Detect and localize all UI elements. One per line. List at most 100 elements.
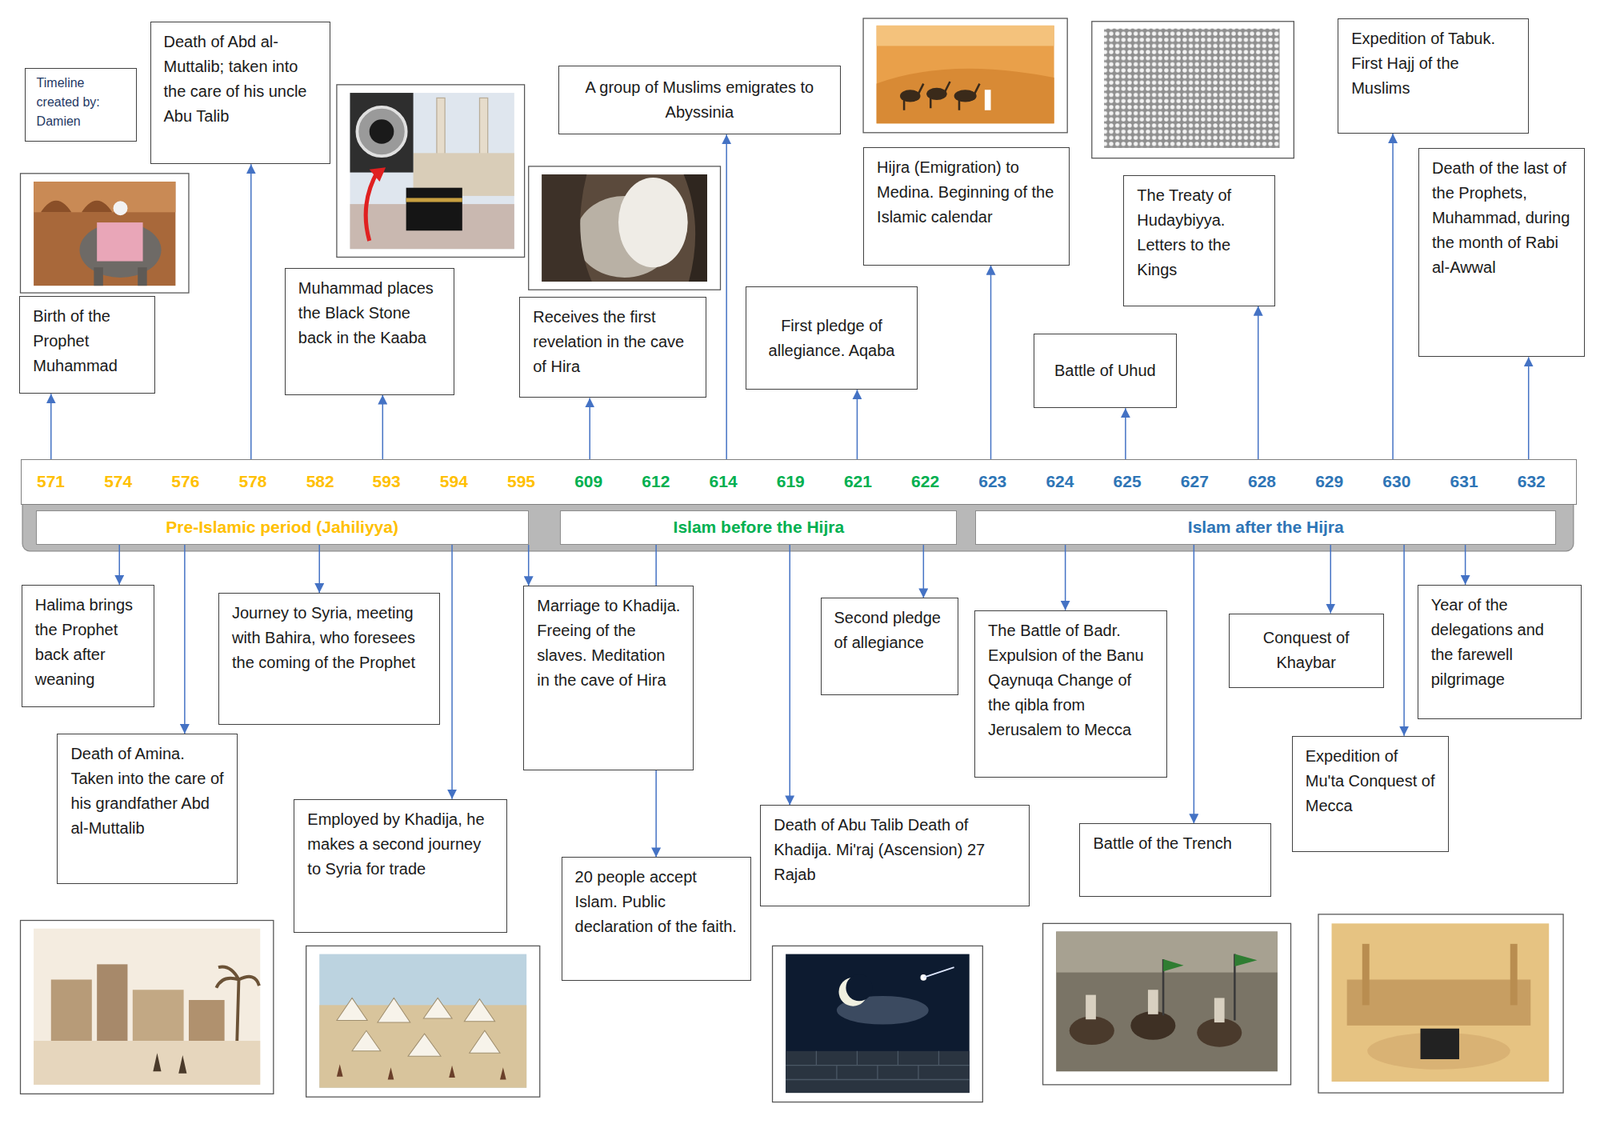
year-label: 582	[306, 460, 335, 504]
battle-sky	[1056, 932, 1278, 973]
elephant-body	[79, 222, 161, 278]
mosque-sky	[349, 92, 514, 249]
camel	[954, 89, 977, 102]
event-box: Conquest of Khaybar	[1228, 613, 1384, 688]
event-box: Expedition of Mu'ta Conquest of Mecca	[1292, 736, 1449, 852]
minaret	[1362, 944, 1370, 1006]
year-label: 621	[844, 460, 872, 504]
period-label: Islam before the Hijra	[560, 511, 956, 544]
image-frame	[1318, 914, 1564, 1093]
red-arrow-head	[369, 167, 386, 182]
stone-frame	[356, 107, 406, 156]
year-label: 629	[1315, 460, 1344, 504]
event-text: Second pledge of allegiance	[834, 605, 945, 656]
sand-dune	[876, 68, 1055, 124]
rider	[1085, 995, 1096, 1020]
kaaba-band	[406, 197, 463, 202]
timeline-arrow	[1330, 544, 1332, 613]
year-label: 631	[1450, 460, 1479, 504]
event-box: Death of Amina. Taken into the care of h…	[56, 733, 238, 884]
credit-box: Timeline created by: Damien	[24, 68, 137, 142]
timeline-arrow	[50, 393, 52, 460]
timeline-arrow	[856, 389, 859, 460]
event-text: Expedition of Mu'ta Conquest of Mecca	[1305, 744, 1436, 819]
mecca-sketch	[33, 928, 260, 1085]
event-box: Year of the delegations and the farewell…	[1417, 584, 1582, 720]
timeline-arrow	[184, 544, 186, 734]
event-text: Battle of the Trench	[1092, 831, 1258, 856]
year-label: 630	[1382, 460, 1411, 504]
elephant-leg	[137, 267, 147, 286]
palm-tree	[216, 967, 260, 1052]
period-label: Pre-Islamic period (Jahiliyya)	[36, 511, 528, 544]
event-box: Death of the last of the Prophets, Muham…	[1418, 148, 1585, 357]
battle-scene	[1056, 932, 1278, 1072]
tents	[336, 997, 500, 1056]
horse	[1069, 1016, 1115, 1045]
year-label: 612	[641, 460, 670, 504]
praying-crowd	[1104, 28, 1280, 148]
timeline-arrow	[1064, 544, 1067, 611]
elephant-scene	[33, 181, 176, 286]
kaaba	[1420, 1028, 1460, 1060]
sketch-building	[51, 979, 92, 1041]
year-label: 571	[36, 460, 65, 504]
green-flag	[1163, 954, 1257, 972]
timeline-arrow	[118, 544, 120, 585]
night-wall	[785, 1051, 970, 1093]
year-label: 595	[507, 460, 536, 504]
sepia-mosque	[1332, 923, 1550, 1082]
event-box: Hijra (Emigration) to Medina. Beginning …	[863, 147, 1070, 266]
event-text: First pledge of allegiance. Aqaba	[759, 313, 904, 364]
rider	[1214, 997, 1225, 1023]
wall-bricks	[785, 1051, 970, 1080]
event-box: Second pledge of allegiance	[820, 597, 959, 695]
event-text: The Treaty of Hudaybiyya. Letters to the…	[1136, 183, 1262, 283]
pilgrims	[336, 1064, 507, 1080]
event-text: Death of the last of the Prophets, Muham…	[1432, 156, 1572, 280]
sketch-figures	[152, 1052, 187, 1074]
cave-wall	[684, 174, 708, 282]
year-label: 594	[440, 460, 468, 504]
cave-light	[618, 177, 688, 268]
timeline-arrow	[1392, 133, 1394, 460]
event-text: Death of Abu Talib Death of Khadija. Mi'…	[773, 812, 1016, 888]
year-label: 574	[104, 460, 132, 504]
event-text: Hijra (Emigration) to Medina. Beginning …	[876, 155, 1056, 230]
year-label: 624	[1045, 460, 1074, 504]
image-frame	[863, 18, 1068, 133]
timeline-arrow	[1124, 408, 1127, 460]
event-text: 20 people accept Islam. Public declarati…	[575, 864, 738, 940]
event-box: A group of Muslims emigrates to Abyssini…	[558, 65, 841, 136]
rider	[1148, 989, 1159, 1015]
year-label: 609	[574, 460, 603, 504]
year-label: 614	[709, 460, 738, 504]
event-text: Receives the first revelation in the cav…	[532, 304, 692, 380]
image-frame	[1043, 923, 1292, 1085]
image-frame	[20, 173, 189, 293]
elephant-leg	[93, 267, 103, 286]
timeline-arrow	[588, 397, 591, 460]
event-box: Journey to Syria, meeting with Bahira, w…	[218, 592, 440, 725]
shooting-star	[923, 967, 954, 978]
event-box: Employed by Khadija, he makes a second j…	[293, 799, 508, 933]
image-frame	[772, 945, 984, 1102]
year-label: 619	[776, 460, 805, 504]
event-text: Marriage to Khadija. Freeing of the slav…	[536, 593, 680, 693]
year-label: 576	[171, 460, 200, 504]
event-text: Expedition of Tabuk. First Hajj of the M…	[1351, 26, 1516, 101]
timeline-arrow	[990, 265, 992, 460]
timeline-arrow	[725, 134, 728, 460]
period-box: Islam after the Hijra	[975, 510, 1556, 545]
event-box: Battle of the Trench	[1079, 823, 1272, 897]
event-text: The Battle of Badr. Expulsion of the Ban…	[988, 618, 1154, 743]
timeline-arrow	[923, 544, 925, 598]
year-label: 578	[239, 460, 268, 504]
red-arrow	[365, 171, 378, 241]
year-label: 625	[1113, 460, 1142, 504]
event-text: Employed by Khadija, he makes a second j…	[307, 807, 494, 882]
crescent-shadow	[845, 974, 872, 1001]
sketch-building	[96, 964, 128, 1041]
